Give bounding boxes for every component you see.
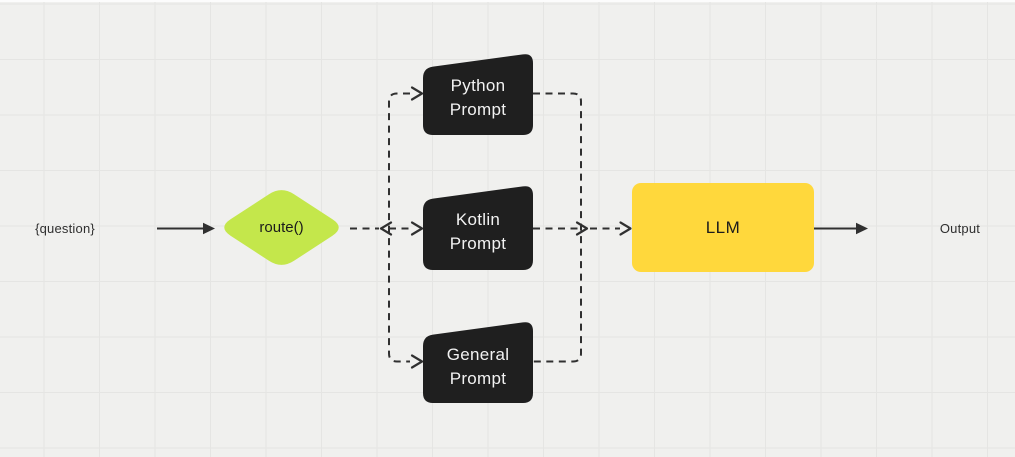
chevron-right-icon (410, 354, 424, 369)
python-prompt-node-label: Python Prompt (423, 57, 533, 139)
kotlin-prompt-node-label: Kotlin Prompt (423, 190, 533, 274)
chevron-left-icon (379, 221, 393, 236)
canvas-top-edge (0, 0, 1015, 2)
merge-arrowheads (575, 221, 632, 236)
kotlin-prompt-node-shape[interactable] (423, 186, 533, 270)
llm-node-shape[interactable] (632, 183, 814, 272)
router-node-shape[interactable] (224, 190, 339, 265)
label-line: General (446, 345, 510, 364)
branch-arrowheads (410, 86, 424, 369)
general-prompt-node-shape[interactable] (423, 322, 533, 403)
router-node-label: route() (259, 219, 304, 236)
output-label: Output (939, 220, 981, 236)
label-line: Kotlin (455, 210, 501, 229)
arrowhead-solid (856, 222, 868, 235)
label-line: Prompt (449, 369, 507, 388)
arrowhead-solid (203, 222, 215, 235)
general-prompt-node-label: General Prompt (423, 326, 533, 408)
label-line: Prompt (449, 234, 507, 253)
edge-question-to-router (157, 222, 215, 235)
label-line: Python (450, 76, 506, 95)
branch-fanout-bracket (388, 92, 410, 363)
label-line: Prompt (449, 100, 507, 119)
llm-node-label: LLM (705, 217, 741, 237)
chevron-right-icon (410, 86, 424, 101)
question-input-label: {question} (35, 220, 95, 236)
python-prompt-node-shape[interactable] (423, 54, 533, 135)
edge-llm-to-output (814, 222, 868, 235)
chevron-right-icon (410, 221, 424, 236)
chevron-right-icon (619, 221, 632, 236)
merge-fanin-bracket (533, 92, 620, 363)
chevron-right-icon (575, 221, 589, 236)
